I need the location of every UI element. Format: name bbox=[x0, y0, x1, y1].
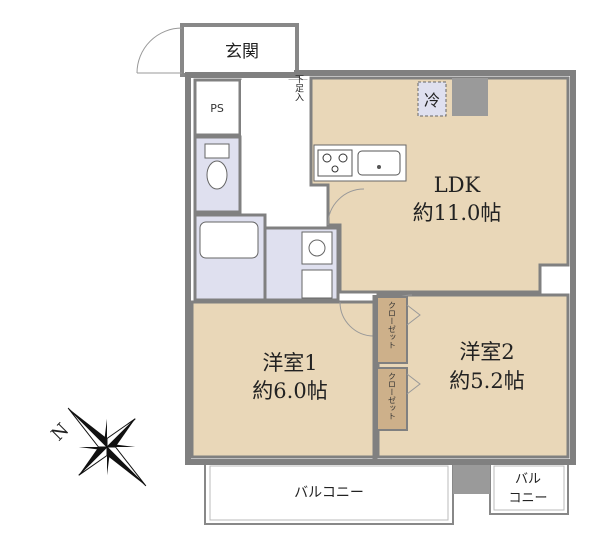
balcony-small-label-2: コニー bbox=[508, 491, 547, 506]
compass-icon bbox=[67, 407, 147, 487]
western1-size: 約6.0帖 bbox=[252, 379, 327, 403]
ldk-room bbox=[309, 76, 570, 294]
balcony-small-label-1: バル bbox=[515, 472, 541, 487]
balcony-main bbox=[204, 461, 454, 525]
compass-north-label: N bbox=[47, 419, 73, 445]
western1-name: 洋室1 bbox=[262, 351, 317, 375]
western2-size: 約5.2帖 bbox=[449, 369, 524, 393]
closet-1-label: クローゼット bbox=[388, 301, 397, 349]
closet-2 bbox=[376, 367, 408, 431]
ps-label: PS bbox=[210, 102, 224, 115]
western-room-1 bbox=[190, 300, 376, 459]
closet-2-label: クローゼット bbox=[388, 372, 397, 420]
fridge-label: 冷 bbox=[424, 91, 440, 110]
balcony-main-label: バルコニー bbox=[294, 485, 364, 501]
ldk-size: 約11.0帖 bbox=[413, 201, 502, 225]
shoe-storage-label: 下足入 bbox=[293, 75, 304, 102]
western2-name: 洋室2 bbox=[459, 340, 514, 364]
entrance-label: 玄関 bbox=[225, 42, 259, 62]
ldk-name: LDK bbox=[434, 173, 481, 197]
balcony-small bbox=[489, 461, 569, 515]
